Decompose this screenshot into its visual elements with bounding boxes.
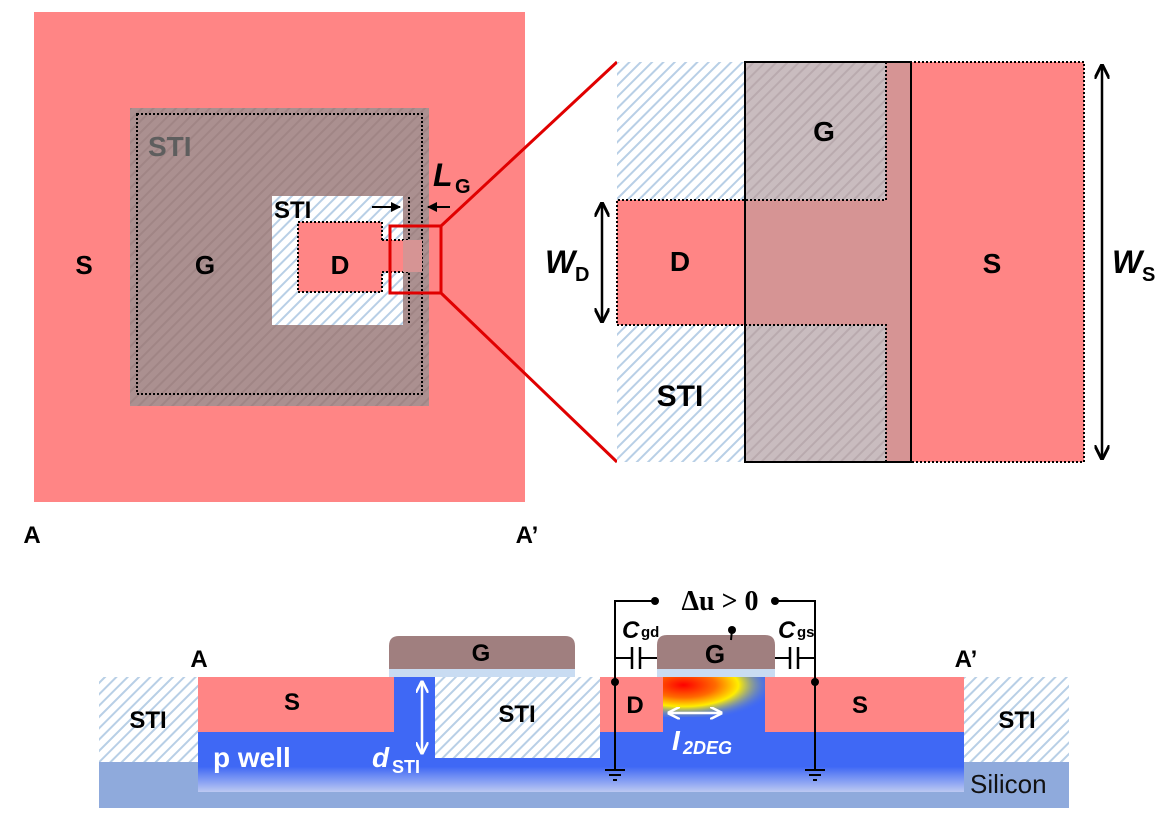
source-width-sub: S [1142,264,1155,286]
gate-left-cs [389,636,575,669]
voltage-label: Δu > 0 [681,586,758,617]
sti-mid-label: STI [498,701,535,728]
drain-label-cs: D [626,692,643,719]
drain-width-sub: D [575,264,589,286]
sti-left-label: STI [129,707,166,734]
gate-left-oxide [389,669,575,677]
drain-region [298,222,408,292]
hotspot-2deg [663,677,765,717]
detail-source-dotted [886,61,1085,463]
detail-drain-region [617,200,745,325]
gate-length-sub: G [455,176,471,198]
gate-label: G [195,250,215,280]
drain-width-label: W [545,244,578,280]
source-left-region [198,677,394,732]
cgd-label: C [622,617,640,644]
cgs-sub: gs [797,624,815,641]
cross-section: A A’ STI STI STI S S D G G p well Silico… [99,586,1069,808]
section-start-label: A [23,522,40,549]
cgd-sub: gd [641,624,659,641]
zoom-line-bottom [439,291,619,464]
gate-length-label: L [433,157,453,193]
sti-right [964,677,1069,762]
gate-right-cs [657,635,775,669]
terminal-dot-left [651,597,659,605]
drain-wire [614,600,655,770]
detail-gate-outline [744,61,912,463]
zoom-box [388,224,443,295]
detail-drain-dotted [616,62,887,462]
detail-gate-label: G [813,116,835,147]
pwell-label: p well [213,742,291,773]
detail-gate-top [745,62,886,200]
cgs-label: C [778,617,796,644]
source-label: S [75,250,92,280]
source-node-dot [811,678,819,686]
sti-middle [435,677,600,758]
gate-right-label-cs: G [705,639,725,669]
source-right-region [765,677,964,732]
sti-right-label: STI [998,707,1035,734]
sti-left [99,677,198,762]
sti-inner-label: STI [274,197,311,224]
source-width-label: W [1112,244,1145,280]
gate-right-oxide [657,669,775,677]
current-label: I [672,725,681,756]
sti-depth-label: d [372,742,390,773]
drain-region-cs [600,677,663,732]
current-sub: 2DEG [682,738,732,758]
drain-node-dot [611,678,619,686]
detail-source-label: S [983,248,1002,279]
detail-drain-label: D [670,246,690,277]
detail-gate-bottom [745,325,886,462]
detail-view: G D S STI W D W S [545,61,1155,463]
channel-overlap [403,240,422,272]
section-end-label: A’ [516,522,539,549]
detail-sti-label: STI [657,380,704,413]
detail-channel-overlap [745,62,911,462]
sti-depth-sub: STI [392,757,420,777]
cs-section-end-label: A’ [955,646,978,673]
source-left-label: S [284,689,300,716]
drain-label: D [331,250,350,280]
cs-section-start-label: A [190,646,207,673]
terminal-dot-right [771,597,779,605]
top-view: S G D STI STI L G A A’ [23,12,619,549]
circuit [605,600,825,781]
source-right-label: S [852,692,868,719]
detail-source-region [911,62,1084,462]
gate-left-label-cs: G [472,640,491,667]
gate-contact-dot [728,626,736,634]
zoom-line-top [439,60,619,228]
source-wire [775,600,816,770]
drain-dotted-outline [297,221,383,293]
silicon-label: Silicon [970,769,1047,799]
sti-outer-label: STI [148,131,192,162]
